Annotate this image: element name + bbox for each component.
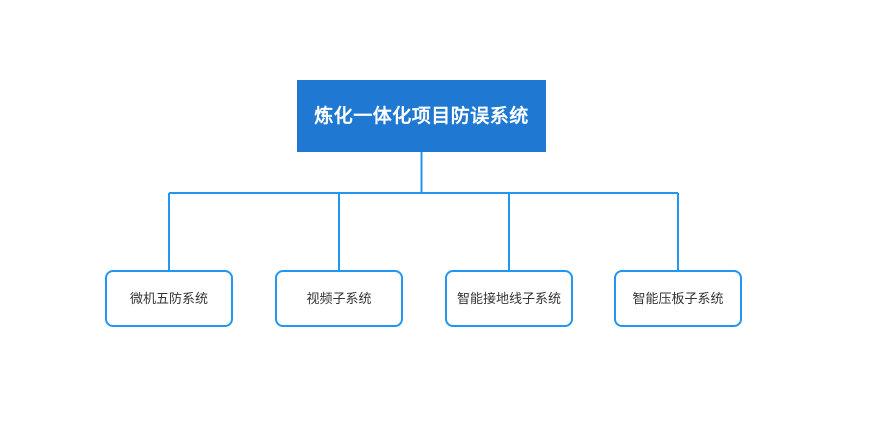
child-node-2-label: 视频子系统 xyxy=(306,291,372,306)
child-node-1[interactable]: 微机五防系统 xyxy=(105,270,233,327)
child-node-1-label: 微机五防系统 xyxy=(129,291,208,306)
child-node-4[interactable]: 智能压板子系统 xyxy=(614,270,742,327)
child-node-3-label: 智能接地线子系统 xyxy=(456,291,561,306)
child-node-4-label: 智能压板子系统 xyxy=(632,291,724,306)
root-node[interactable]: 炼化一体化项目防误系统 xyxy=(297,80,546,152)
child-node-3[interactable]: 智能接地线子系统 xyxy=(445,270,573,327)
root-node-label: 炼化一体化项目防误系统 xyxy=(314,105,529,127)
child-node-2[interactable]: 视频子系统 xyxy=(275,270,403,327)
